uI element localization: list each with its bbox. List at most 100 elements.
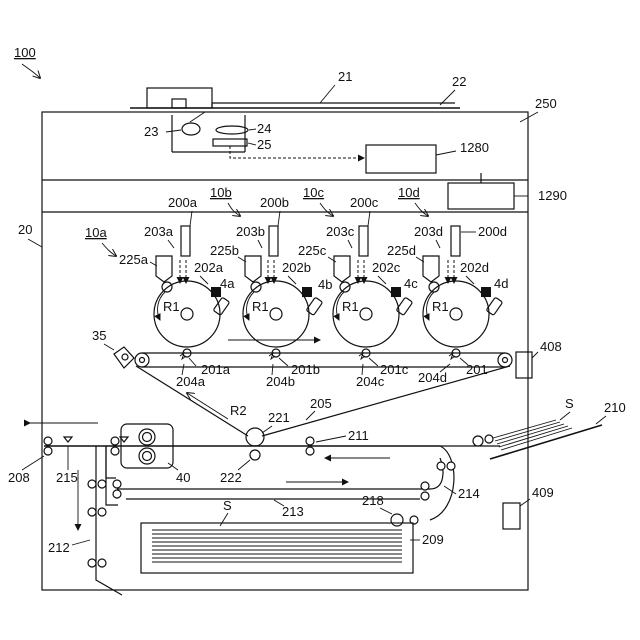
label-202c: 202c (372, 260, 401, 275)
label-35: 35 (92, 328, 106, 343)
drum-label-a: R1 (163, 299, 180, 314)
charger-b (245, 256, 261, 282)
drum-label-d: R1 (432, 299, 449, 314)
label-22: 22 (452, 74, 466, 89)
label-205: 205 (310, 396, 332, 411)
paper-cassette (141, 523, 413, 573)
label-200a: 200a (168, 195, 198, 210)
label-200d: 200d (478, 224, 507, 239)
label-200c: 200c (350, 195, 379, 210)
drum-label-c: R1 (342, 299, 359, 314)
label-225c: 225c (298, 243, 327, 258)
exposure-d (451, 226, 460, 256)
label-222: 222 (220, 470, 242, 485)
lens (216, 126, 248, 134)
cleaner-a (213, 297, 230, 315)
label-209: 209 (422, 532, 444, 547)
secondary-roller-222 (250, 450, 260, 460)
label-1280: 1280 (460, 140, 489, 155)
label-r2: R2 (230, 403, 247, 418)
charger-d (423, 256, 439, 282)
pickup-roller (391, 514, 403, 526)
label-20: 20 (18, 222, 32, 237)
charger-c (334, 256, 350, 282)
label-210: 210 (604, 400, 626, 415)
signal-line (230, 146, 364, 158)
controller-1280 (366, 145, 436, 173)
drum-a (154, 281, 220, 347)
label-4b: 4b (318, 277, 332, 292)
developer-c (391, 287, 401, 297)
image-sensor (213, 139, 247, 146)
label-40: 40 (176, 470, 190, 485)
label-s-cassette: S (223, 498, 232, 513)
exposure-a (181, 226, 190, 256)
label-s-tray: S (565, 396, 574, 411)
label-203a: 203a (144, 224, 174, 239)
label-211: 211 (348, 428, 369, 443)
exposure-c (359, 226, 368, 256)
drum-c (333, 281, 399, 347)
cassette-sheets (152, 530, 402, 562)
label-21: 21 (338, 69, 352, 84)
reader-slot (172, 99, 186, 108)
label-218: 218 (362, 493, 384, 508)
sensor-409 (503, 503, 520, 529)
label-100: 100 (14, 45, 36, 60)
label-1290: 1290 (538, 188, 567, 203)
sensor-408 (516, 352, 532, 378)
charger-a (156, 256, 172, 282)
label-24: 24 (257, 121, 271, 136)
belt-roller-left (135, 353, 149, 367)
belt-roller-right (498, 353, 512, 367)
light-source (182, 123, 200, 135)
developer-a (211, 287, 221, 297)
station-a: 200a 203a 225a 202a 4a R1 201a 204a (119, 195, 235, 389)
label-4d: 4d (494, 276, 508, 291)
label-225b: 225b (210, 243, 239, 258)
label-201b: 201b (291, 362, 320, 377)
label-409: 409 (532, 485, 554, 500)
label-203b: 203b (236, 224, 265, 239)
label-201c: 201c (380, 362, 409, 377)
label-204c: 204c (356, 374, 385, 389)
label-225d: 225d (387, 243, 416, 258)
belt-cleaner (114, 347, 134, 368)
label-204d: 204d (418, 370, 447, 385)
label-10b: 10b (210, 185, 232, 200)
developer-d (481, 287, 491, 297)
label-215: 215 (56, 470, 78, 485)
label-203d: 203d (414, 224, 443, 239)
label-204b: 204b (266, 374, 295, 389)
label-202b: 202b (282, 260, 311, 275)
label-212: 212 (48, 540, 70, 555)
label-208: 208 (8, 470, 30, 485)
label-100-arrow (22, 64, 40, 78)
label-200b: 200b (260, 195, 289, 210)
label-408: 408 (540, 339, 562, 354)
station-c: 200c 203c 225c 202c 4c R1 201c 204c (298, 195, 418, 389)
drum-d (423, 281, 489, 347)
label-25: 25 (257, 137, 271, 152)
label-4a: 4a (220, 276, 235, 291)
label-204a: 204a (176, 374, 206, 389)
exposure-b (269, 226, 278, 256)
label-213: 213 (282, 504, 304, 519)
label-201a: 201a (201, 362, 231, 377)
label-202a: 202a (194, 260, 224, 275)
manual-tray (490, 425, 602, 459)
label-202d: 202d (460, 260, 489, 275)
label-250: 250 (535, 96, 557, 111)
label-23: 23 (144, 124, 158, 139)
station-b: 200b 203b 225b 202b 4b R1 201b 204b (210, 195, 332, 389)
label-214: 214 (458, 486, 480, 501)
label-221: 221 (268, 410, 290, 425)
label-10a: 10a (85, 225, 107, 240)
duplex-outer (96, 446, 122, 595)
label-203c: 203c (326, 224, 355, 239)
station-d: 200d 203d 225d 202d 4d R1 201 204d (387, 224, 508, 385)
label-10c: 10c (303, 185, 324, 200)
controller-1290 (448, 183, 514, 209)
label-10d: 10d (398, 185, 420, 200)
